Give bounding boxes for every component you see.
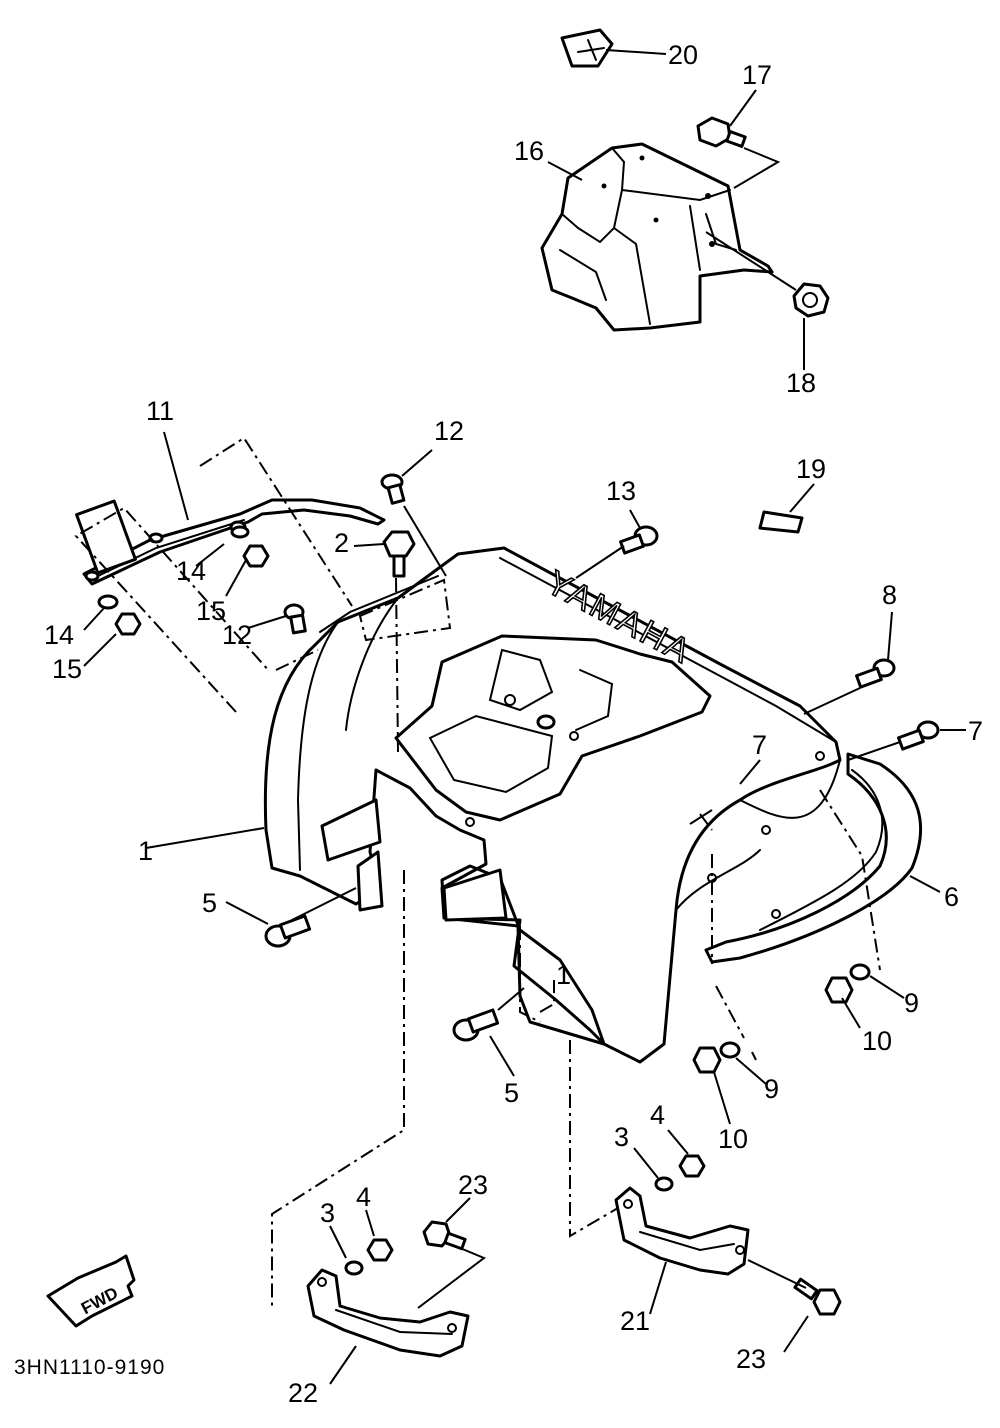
label-16: 16 xyxy=(514,136,544,166)
part-5-bolt-upper xyxy=(264,914,312,948)
part-labels: 20 17 16 18 11 12 19 13 2 14 15 8 12 14 … xyxy=(44,40,983,1408)
part-10-nut-right xyxy=(824,976,854,1004)
label-7-mid: 7 xyxy=(752,730,767,760)
part-18-collar xyxy=(792,282,830,318)
label-23-right: 23 xyxy=(736,1344,766,1374)
label-15-right: 15 xyxy=(196,596,226,626)
part-5-bolt-lower xyxy=(452,1008,500,1042)
label-19: 19 xyxy=(796,454,826,484)
label-5-lower: 5 xyxy=(504,1078,519,1108)
label-1-lower: 1 xyxy=(556,960,571,990)
part-21-grab-handle-right xyxy=(614,1186,750,1276)
part-3-washer-right xyxy=(654,1176,674,1192)
part-22-grab-handle-left xyxy=(306,1268,470,1358)
label-9-left: 9 xyxy=(764,1074,779,1104)
label-20: 20 xyxy=(668,40,698,70)
label-9-right: 9 xyxy=(904,988,919,1018)
label-5-upper: 5 xyxy=(202,888,217,918)
label-2: 2 xyxy=(334,528,349,558)
part-15-nut-right xyxy=(242,544,270,568)
part-4-nut-left xyxy=(366,1238,394,1262)
label-18: 18 xyxy=(786,368,816,398)
part-12-screw-left xyxy=(283,603,307,635)
label-8: 8 xyxy=(882,580,897,610)
label-3-left: 3 xyxy=(320,1198,335,1228)
part-8-screw xyxy=(855,658,896,689)
label-4-left: 4 xyxy=(356,1182,371,1212)
part-12-screw-top xyxy=(380,473,406,505)
label-14-left: 14 xyxy=(44,620,74,650)
label-4-right: 4 xyxy=(650,1100,665,1130)
label-6: 6 xyxy=(944,882,959,912)
part-9-washer-right xyxy=(849,963,871,981)
label-1: 1 xyxy=(138,836,153,866)
label-11: 11 xyxy=(146,396,174,426)
label-10-left: 10 xyxy=(718,1124,748,1154)
part-19-pad xyxy=(758,510,804,534)
diagram-code: 3HN1110-9190 xyxy=(14,1356,165,1379)
fwd-direction-arrow: FWD xyxy=(46,1254,136,1328)
label-21: 21 xyxy=(620,1306,650,1336)
part-6-rear-trim xyxy=(704,752,923,964)
label-15-left: 15 xyxy=(52,654,82,684)
label-14-right: 14 xyxy=(176,556,206,586)
part-9-washer-left xyxy=(719,1041,741,1059)
part-3-washer-left xyxy=(344,1260,364,1276)
part-7-screw-right xyxy=(897,720,940,751)
part-2-bolt xyxy=(382,530,416,578)
part-4-nut-right xyxy=(678,1154,706,1178)
part-13-screw xyxy=(619,525,659,555)
label-22: 22 xyxy=(288,1378,318,1408)
part-20-clip xyxy=(560,28,614,68)
part-10-nut-left xyxy=(692,1046,722,1074)
label-10-right: 10 xyxy=(862,1026,892,1056)
label-13: 13 xyxy=(606,476,636,506)
part-23-bolt-right xyxy=(793,1277,842,1316)
label-7-right: 7 xyxy=(968,716,983,746)
part-16-cover xyxy=(540,142,774,332)
label-12-left: 12 xyxy=(222,620,252,650)
part-17-bolt xyxy=(696,116,747,148)
label-3-right: 3 xyxy=(614,1122,629,1152)
part-1-rear-fender xyxy=(263,546,842,1064)
alignment-lines xyxy=(74,436,881,1306)
label-12-top: 12 xyxy=(434,416,464,446)
part-14-washer-left xyxy=(97,594,119,610)
leader-lines xyxy=(83,49,966,1385)
part-15-nut-left xyxy=(114,612,142,636)
part-14-washer-right xyxy=(230,525,250,539)
part-23-bolt-left xyxy=(422,1220,467,1251)
label-17: 17 xyxy=(742,60,772,90)
label-23-left: 23 xyxy=(458,1170,488,1200)
